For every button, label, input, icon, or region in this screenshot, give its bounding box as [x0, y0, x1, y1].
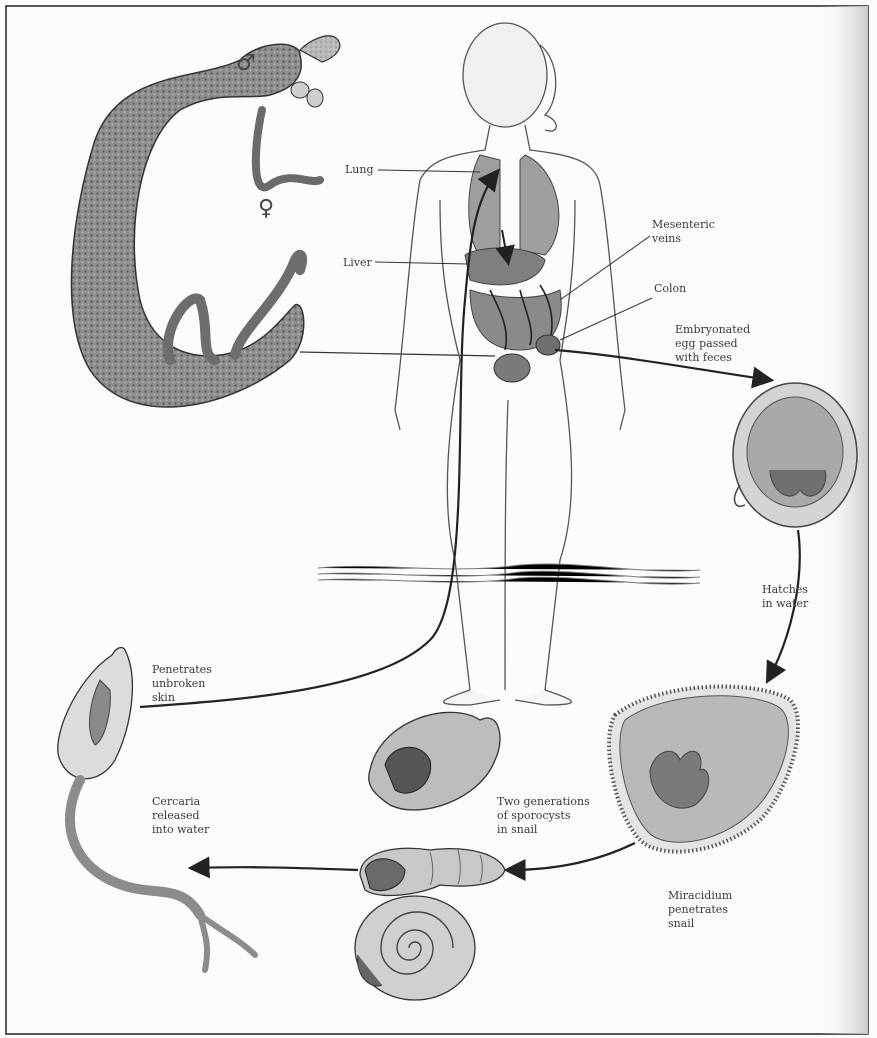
adult-worm-pair: ♂ ♀ [71, 36, 339, 407]
female-worm-head [256, 110, 320, 187]
svg-text:Penetrates: Penetrates [152, 663, 212, 676]
male-worm-head [300, 36, 340, 62]
label-mesenteric-veins: Mesenteric veins [651, 218, 715, 245]
colon [536, 335, 560, 355]
svg-text:Embryonated: Embryonated [675, 323, 750, 336]
svg-text:released: released [152, 809, 200, 822]
worm-leader-line [300, 352, 495, 356]
svg-text:into water: into water [152, 823, 210, 836]
miracidium [609, 686, 798, 851]
embryonated-egg [733, 383, 857, 527]
snail-middle [360, 848, 505, 895]
left-lung [469, 155, 500, 255]
male-worm-body [71, 44, 303, 407]
svg-text:Miracidium: Miracidium [668, 889, 733, 902]
svg-text:unbroken: unbroken [152, 677, 205, 690]
label-miracidium: Miracidium penetrates snail [668, 889, 733, 930]
svg-text:skin: skin [152, 691, 175, 704]
scan-shadow [820, 6, 868, 1034]
organs [465, 155, 561, 382]
label-embryonated-egg: Embryonated egg passed with feces [675, 323, 750, 364]
water-surface [318, 564, 700, 584]
svg-text:of sporocysts: of sporocysts [497, 809, 571, 822]
left-leg-outline [440, 200, 470, 690]
svg-text:veins: veins [651, 232, 681, 245]
liver [465, 248, 545, 285]
svg-text:Two generations: Two generations [497, 795, 590, 808]
svg-text:Mesenteric: Mesenteric [652, 218, 715, 231]
male-symbol: ♂ [236, 51, 256, 76]
svg-text:snail: snail [668, 917, 695, 930]
svg-text:Cercaria: Cercaria [152, 795, 201, 808]
label-lung: Lung [345, 163, 374, 176]
svg-text:with feces: with feces [675, 351, 732, 364]
head [463, 23, 547, 127]
label-sporocysts: Two generations of sporocysts in snail [497, 795, 590, 836]
egg-passed-arrow [555, 350, 770, 380]
label-cercaria: Cercaria released into water [152, 795, 210, 836]
svg-text:in snail: in snail [497, 823, 538, 836]
right-leg-outline [545, 200, 575, 690]
label-colon: Colon [654, 282, 686, 295]
svg-text:penetrates: penetrates [668, 903, 728, 916]
snail-bottom [355, 896, 475, 1000]
miracidium-penetrates-arrow [508, 843, 635, 870]
snail-top [369, 712, 500, 810]
right-foot [515, 690, 571, 705]
penetration-path-arrow [140, 172, 497, 707]
right-lung [520, 155, 559, 255]
cercaria-released-arrow [192, 867, 358, 870]
left-foot [444, 690, 500, 705]
svg-text:in water: in water [762, 597, 809, 610]
label-penetrates-skin: Penetrates unbroken skin [152, 663, 212, 704]
oral-sucker [291, 82, 309, 98]
inner-leg-line [505, 400, 508, 690]
ventral-sucker [307, 89, 323, 107]
svg-text:Hatches: Hatches [762, 583, 808, 596]
bladder-region [494, 354, 530, 382]
label-hatches: Hatches in water [762, 583, 809, 610]
cercaria-furca [200, 915, 255, 970]
label-liver: Liver [343, 256, 373, 269]
svg-text:egg passed: egg passed [675, 337, 738, 350]
female-symbol: ♀ [258, 196, 274, 221]
